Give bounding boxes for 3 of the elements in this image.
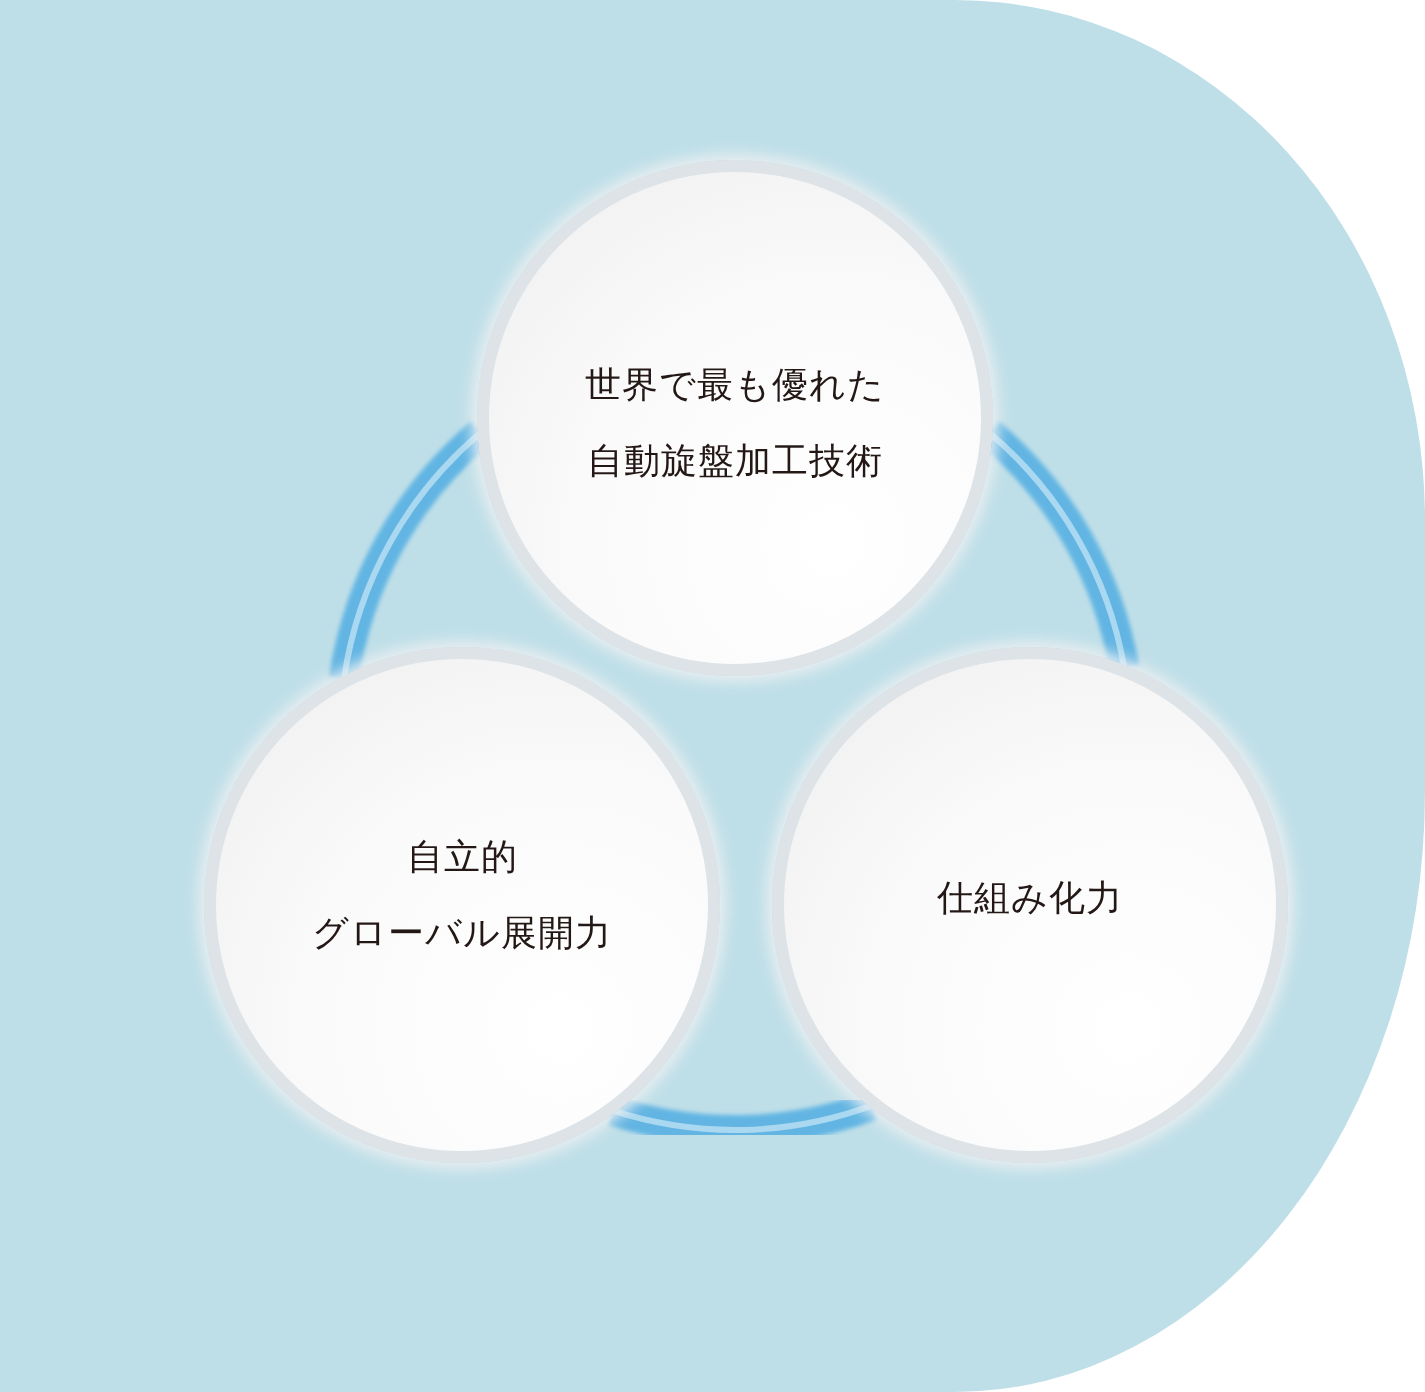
node-label: 世界で最も優れた自動旋盤加工技術 [585,363,885,483]
node-label: 仕組み化力 [937,876,1123,920]
node-label: 自立的グローバル展開力 [312,835,612,955]
